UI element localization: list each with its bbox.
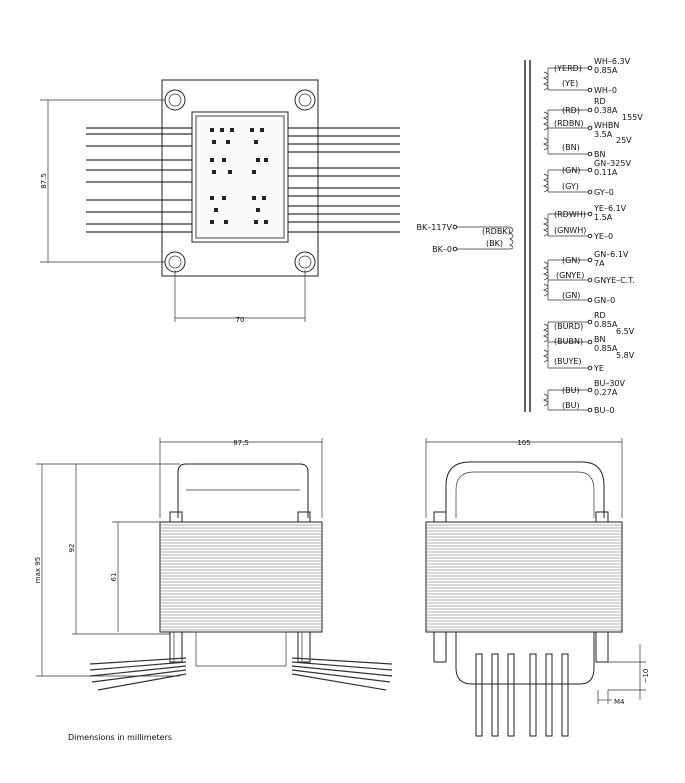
s2-wire2: (RDBN) [554,119,583,128]
s6-volt1: 6.5V [616,327,635,336]
s3-wire1: (GN) [562,166,580,175]
primary-label-1: BK–117V [417,223,453,232]
s1-label3: WH–0 [594,86,617,95]
s1-label2: 0.85A [594,66,618,75]
s7-label3: BU–0 [594,406,614,415]
s2-label2: 0.38A [594,106,618,115]
s7-wire1: (BU) [562,386,580,395]
s3-label3: GY–0 [594,188,614,197]
s6-label2: 0.85A [594,320,618,329]
secondary-4: (RDWH) (GNWH) YE–6.1V 1.5A YE–0 [543,204,627,241]
s2-label3: WHBN [594,121,619,130]
s3-label1: GN–325V [594,159,631,168]
s5-wire1: (GN) [562,256,580,265]
s5-wire2: (GNYE) [556,271,584,280]
s6-wire3: (BUYE) [554,357,582,366]
s7-label2: 0.27A [594,388,618,397]
s6-wire1: (BURD) [554,322,583,331]
s5-label3: GNYE–C.T. [594,276,635,285]
wiring-schematic: BK–117V (RDBK) BK–0 (BK) (YERD) (YE) WH–… [417,57,644,415]
s5-wire3: (GN) [562,291,580,300]
s2-label4: 3.5A [594,130,613,139]
s6-volt2: 5.8V [616,351,635,360]
s7-label1: BU–30V [594,379,626,388]
s2-label1: RD [594,97,606,106]
dim-side-thread: M4 [614,698,625,706]
dimensions-note: Dimensions in millimeters [68,733,172,742]
s2-volt1: 155V [622,113,643,122]
dim-side-width: 105 [517,439,530,447]
secondary-2: (RD) (RDBN) (BN) RD 0.38A 155V WHBN 3.5A… [543,97,643,159]
s6-label1: RD [594,311,606,320]
dim-side-stud: ~10 [642,669,650,684]
s6-label3: BN [594,335,605,344]
secondary-1: (YERD) (YE) WH–6.3V 0.85A WH–0 [543,57,631,95]
front-view: 87.5 max 95 92 61 [34,438,393,691]
primary-label-2: BK–0 [432,245,452,254]
dim-front-height: 92 [68,544,76,553]
s4-wire2: (GNWH) [554,226,586,235]
primary-wire-1: (RDBK) [482,227,511,236]
dim-front-core: 61 [110,573,118,582]
s3-label2: 0.11A [594,168,618,177]
s4-label2: 1.5A [594,213,613,222]
s2-wire1: (RD) [562,106,580,115]
s2-label5: BN [594,150,605,159]
dim-top-width: 70 [236,316,245,324]
secondary-6: (BURD) (BUBN) (BUYE) RD 0.85A 6.5V BN 0.… [543,311,635,373]
dim-front-width: 87.5 [233,439,249,447]
secondary-3: (GN) (GY) GN–325V 0.11A GY–0 [543,159,631,197]
s3-wire2: (GY) [562,182,579,191]
s5-label1: GN–6.1V [594,250,629,259]
s7-wire2: (BU) [562,401,580,410]
s4-label1: YE–6.1V [593,204,627,213]
s6-label4: 0.85A [594,344,618,353]
s2-volt2: 25V [616,136,632,145]
primary-wire-2: (BK) [486,239,503,248]
secondary-7: (BU) (BU) BU–30V 0.27A BU–0 [543,379,626,415]
s6-label5: YE [593,364,604,373]
s4-wire1: (RDWH) [554,210,586,219]
side-view: 105 ~10 M4 [425,438,650,737]
secondary-5: (GN) (GNYE) (GN) GN–6.1V 7A GNYE–C.T. GN… [543,250,635,305]
s5-label4: GN–0 [594,296,615,305]
s1-wire1: (YERD) [554,64,582,73]
s5-label2: 7A [594,259,605,268]
s1-label1: WH–6.3V [594,57,631,66]
mount-hole [164,89,316,273]
dim-front-max: max 95 [34,557,42,583]
s4-label3: YE–0 [593,232,613,241]
s2-wire3: (BN) [562,143,580,152]
dim-top-height: 87.5 [40,173,48,189]
top-view: 87.5 70 [40,79,400,324]
s6-wire2: (BUBN) [554,337,583,346]
s1-wire2: (YE) [562,79,578,88]
